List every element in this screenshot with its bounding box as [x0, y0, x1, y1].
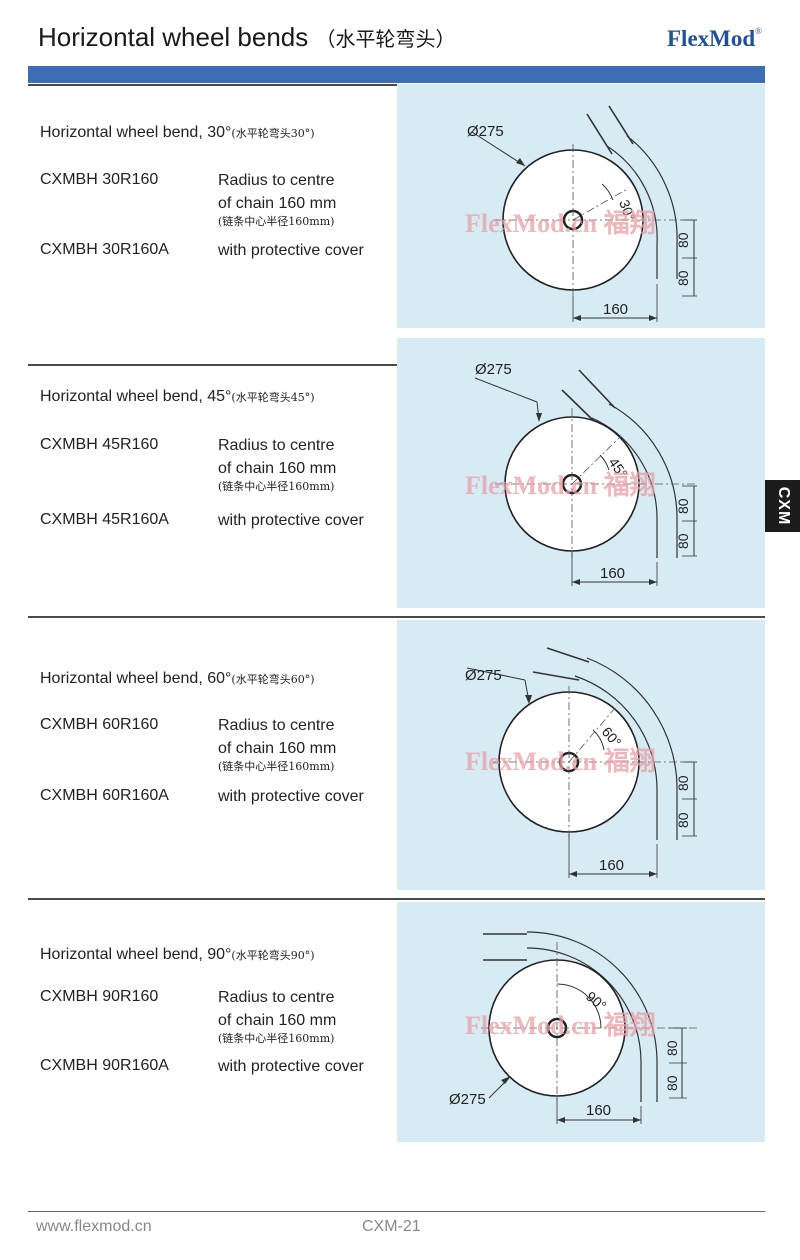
product-code-covered: CXMBH 90R160A [40, 1057, 169, 1074]
footer-url: www.flexmod.cn [36, 1218, 152, 1235]
cover-description: with protective cover [218, 242, 364, 259]
header-bar [28, 66, 765, 83]
diameter-label: Ø275 [449, 1091, 486, 1108]
product-section-30: Horizontal wheel bend, 30°(水平轮弯头30°) CXM… [28, 84, 765, 328]
product-code: CXMBH 30R160 [40, 171, 159, 188]
product-section-90: Horizontal wheel bend, 90°(水平轮弯头90°) CXM… [28, 898, 765, 1142]
bend-drawing-90: Ø275 90° 80 80 160 FlexMod.cn 福翔 [449, 931, 697, 1124]
technical-drawing: Ø275 45° 80 80 160 FlexMod.cn 福翔 [397, 338, 765, 608]
description-cn: (链条中心半径160mm) [218, 760, 335, 773]
height-label-lower: 80 [664, 1075, 680, 1091]
watermark: FlexMod.cn 福翔 [465, 209, 656, 238]
description-line-1: Radius to centre [218, 172, 335, 189]
brand-name: FlexMod [667, 26, 756, 51]
heading-cn: (水平轮弯头30°) [231, 127, 315, 140]
side-tab-cxm: CXM [765, 480, 800, 532]
cover-description: with protective cover [218, 1058, 364, 1075]
watermark: FlexMod.cn 福翔 [465, 747, 656, 776]
product-code: CXMBH 60R160 [40, 716, 159, 733]
heading-cn: (水平轮弯头60°) [231, 673, 315, 686]
bend-drawing-30: Ø275 30° 80 80 160 FlexMod.cn 福翔 [465, 105, 697, 322]
height-label-upper: 80 [664, 1040, 680, 1056]
description-line-2: of chain 160 mm [218, 195, 337, 212]
product-code: CXMBH 90R160 [40, 988, 159, 1005]
description-line-1: Radius to centre [218, 989, 335, 1006]
angle-label: 30° [616, 198, 638, 223]
description-cn: (链条中心半径160mm) [218, 1032, 335, 1045]
height-label-upper: 80 [675, 232, 691, 248]
page-title: Horizontal wheel bends （水平轮弯头） [38, 22, 456, 53]
width-label: 160 [586, 1102, 611, 1119]
section-heading: Horizontal wheel bend, 90°(水平轮弯头90°) [40, 946, 315, 964]
product-description: Radius to centre of chain 160 mm (链条中心半径… [218, 714, 336, 774]
page-number: CXM-21 [362, 1218, 421, 1235]
page-title-text: Horizontal wheel bends [38, 22, 309, 52]
bend-drawing-45: Ø275 45° 80 80 160 FlexMod.cn 福翔 [465, 361, 697, 586]
description-line-2: of chain 160 mm [218, 1012, 337, 1029]
watermark: FlexMod.cn 福翔 [465, 1011, 656, 1040]
description-line-1: Radius to centre [218, 717, 335, 734]
width-label: 160 [603, 301, 628, 318]
heading-text: Horizontal wheel bend, 90° [40, 946, 232, 963]
section-heading: Horizontal wheel bend, 45°(水平轮弯头45°) [40, 388, 315, 406]
registered-mark: ® [755, 26, 762, 36]
side-tab-label: CXM [774, 486, 792, 526]
cover-description: with protective cover [218, 512, 364, 529]
technical-drawing: Ø275 60° 80 80 160 FlexMod.cn 福翔 [397, 620, 765, 890]
description-line-2: of chain 160 mm [218, 740, 337, 757]
product-code-covered: CXMBH 30R160A [40, 241, 169, 258]
heading-text: Horizontal wheel bend, 60° [40, 670, 232, 687]
description-line-2: of chain 160 mm [218, 460, 337, 477]
product-code-covered: CXMBH 60R160A [40, 787, 169, 804]
product-code: CXMBH 45R160 [40, 436, 159, 453]
cover-description: with protective cover [218, 788, 364, 805]
product-code-covered: CXMBH 45R160A [40, 511, 169, 528]
section-divider [28, 616, 765, 618]
description-line-1: Radius to centre [218, 437, 335, 454]
technical-drawing: Ø275 90° 80 80 160 FlexMod.cn 福翔 [397, 902, 765, 1142]
section-heading: Horizontal wheel bend, 60°(水平轮弯头60°) [40, 670, 315, 688]
height-label-lower: 80 [675, 533, 691, 549]
brand-logo: FlexMod® [667, 26, 762, 52]
description-cn: (链条中心半径160mm) [218, 215, 335, 228]
product-description: Radius to centre of chain 160 mm (链条中心半径… [218, 986, 336, 1046]
product-description: Radius to centre of chain 160 mm (链条中心半径… [218, 434, 336, 494]
height-label-lower: 80 [675, 812, 691, 828]
technical-drawing: Ø275 30° 80 80 160 FlexMod.cn 福翔 [397, 84, 765, 328]
section-heading: Horizontal wheel bend, 30°(水平轮弯头30°) [40, 124, 315, 142]
height-label-upper: 80 [675, 775, 691, 791]
product-section-45: Horizontal wheel bend, 45°(水平轮弯头45°) CXM… [28, 338, 765, 608]
heading-cn: (水平轮弯头90°) [231, 949, 315, 962]
section-divider [28, 364, 765, 366]
width-label: 160 [600, 565, 625, 582]
height-label-lower: 80 [675, 270, 691, 286]
heading-text: Horizontal wheel bend, 30° [40, 124, 232, 141]
heading-cn: (水平轮弯头45°) [231, 391, 315, 404]
description-cn: (链条中心半径160mm) [218, 480, 335, 493]
heading-text: Horizontal wheel bend, 45° [40, 388, 232, 405]
height-label-upper: 80 [675, 498, 691, 514]
diameter-label: Ø275 [467, 123, 504, 140]
diameter-label: Ø275 [465, 667, 502, 684]
page-title-cn: （水平轮弯头） [315, 27, 456, 51]
product-description: Radius to centre of chain 160 mm (链条中心半径… [218, 169, 336, 229]
section-divider [28, 84, 765, 86]
product-section-60: Horizontal wheel bend, 60°(水平轮弯头60°) CXM… [28, 616, 765, 890]
diameter-label: Ø275 [475, 361, 512, 378]
watermark: FlexMod.cn 福翔 [465, 471, 656, 500]
bend-drawing-60: Ø275 60° 80 80 160 FlexMod.cn 福翔 [465, 647, 697, 878]
footer-divider [28, 1211, 765, 1212]
width-label: 160 [599, 857, 624, 874]
section-divider [28, 898, 765, 900]
